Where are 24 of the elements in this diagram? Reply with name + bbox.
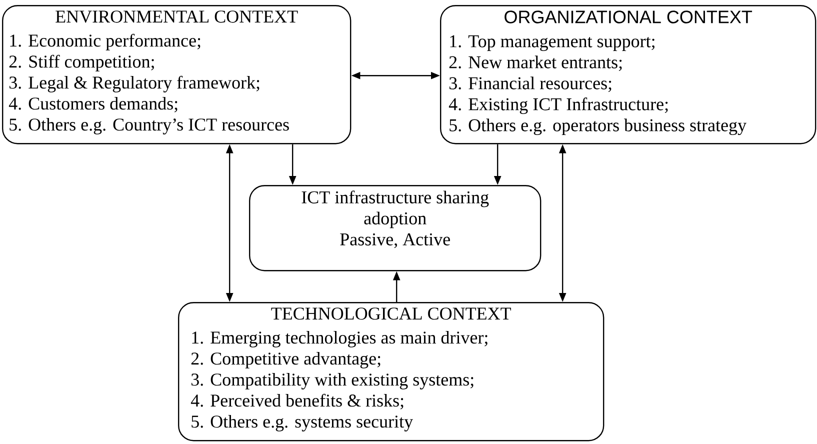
box-text: ICT infrastructure sharing adoption xyxy=(302,190,489,228)
list-item: 5. Others e.g. systems security xyxy=(192,415,413,432)
list-item: 3. Legal & Regulatory framework; xyxy=(9,76,260,92)
list-item: 4. Customers demands; xyxy=(8,97,178,112)
heading: ENVIRONMENTAL CONTEXT xyxy=(56,10,298,23)
heading: ORGANIZATIONAL CONTEXT xyxy=(504,10,752,24)
list-item: 1. Emerging technologies as main driver; xyxy=(192,331,488,348)
context-box xyxy=(178,302,604,442)
list-item: 1. Economic performance; xyxy=(10,34,200,50)
list-item: 3. Financial resources; xyxy=(449,76,612,92)
rounded-box xyxy=(249,185,542,272)
box-text: Passive, Active xyxy=(340,233,450,248)
list-item: 2. Competitive advantage; xyxy=(191,352,380,368)
list-item: 4. Perceived benefits & risks; xyxy=(190,394,404,410)
list-item: 5. Others e.g. operators business strategy xyxy=(450,118,746,136)
list-item: 5. Others e.g. Country’s ICT resources xyxy=(10,118,289,134)
context-box xyxy=(2,5,352,144)
heading: TECHNOLOGICAL CONTEXT xyxy=(271,308,511,320)
list-item: 2. Stiff competition; xyxy=(9,54,154,72)
list-item: 1. Top management support; xyxy=(450,35,654,52)
list-item: 3. Compatibility with existing systems; xyxy=(191,373,474,390)
list-item: 2. New market entrants; xyxy=(449,56,622,71)
list-item: 4. Existing ICT Infrastructure; xyxy=(448,98,668,114)
context-box xyxy=(440,5,816,144)
